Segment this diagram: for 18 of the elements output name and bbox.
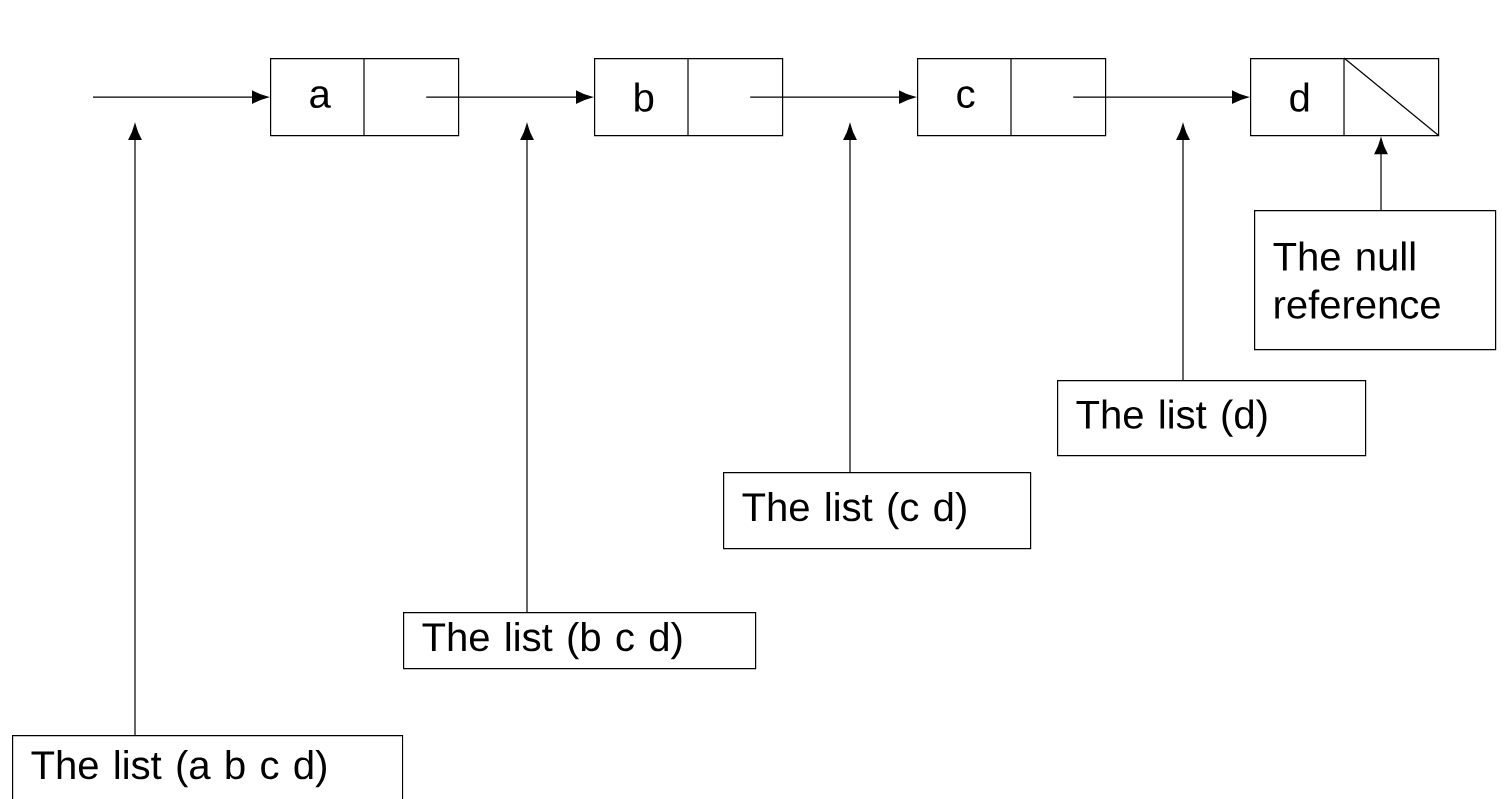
leader-arrow [1176, 123, 1190, 381]
label-box: The list (d) [1057, 380, 1367, 457]
arrow [92, 90, 269, 104]
list-cell: b [594, 57, 784, 137]
list-cell: d [1250, 57, 1440, 137]
leader-arrow [843, 123, 857, 473]
label-box: The list (b c d) [403, 612, 757, 670]
label-box: The null reference [1254, 210, 1497, 351]
leader-arrow [520, 123, 534, 613]
pointer-arrow [749, 90, 916, 104]
pointer-arrow [1072, 90, 1249, 104]
leader-arrow [1374, 138, 1388, 211]
label-box: The list (a b c d) [12, 735, 404, 799]
list-cell: a [270, 57, 460, 137]
list-cell: c [917, 57, 1107, 137]
leader-arrow [128, 123, 142, 736]
pointer-arrow [425, 90, 593, 104]
label-box: The list (c d) [723, 472, 1032, 550]
